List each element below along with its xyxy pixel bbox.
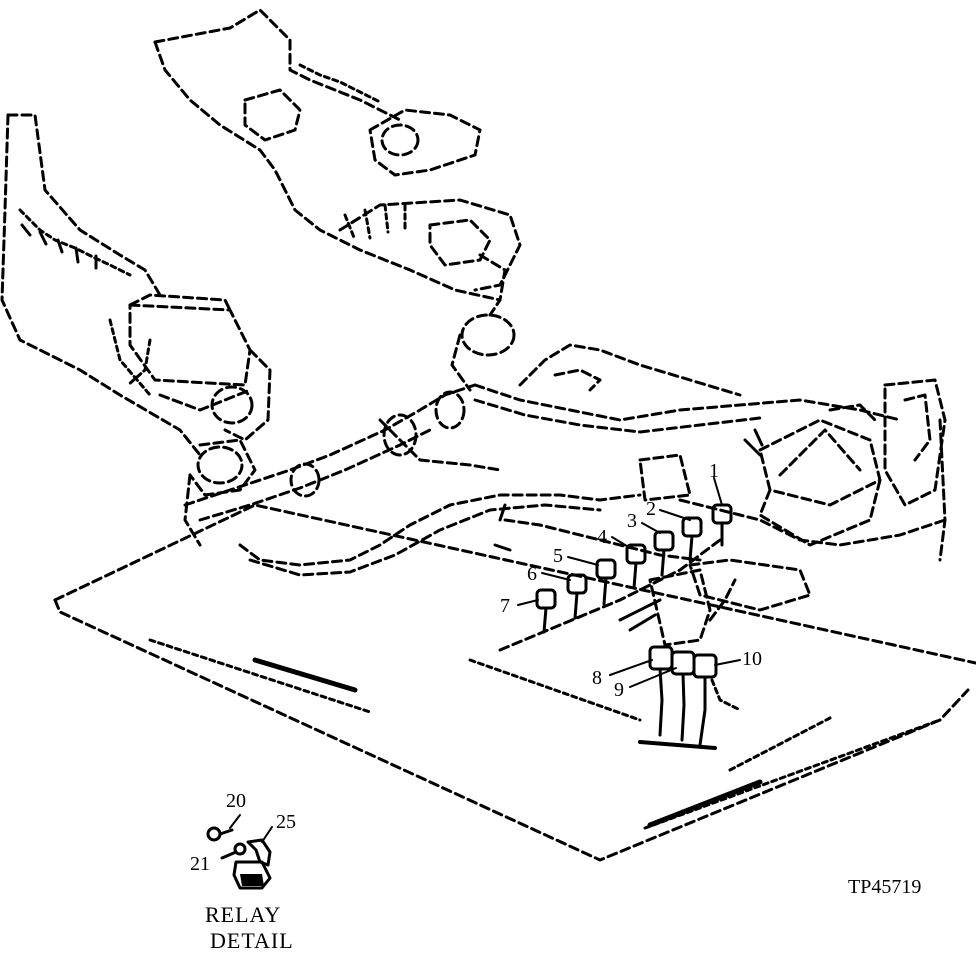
callout-8: 8 bbox=[592, 667, 602, 689]
relay-9 bbox=[670, 650, 696, 676]
wiring-harness bbox=[183, 343, 902, 577]
figure-id: TP45719 bbox=[848, 876, 922, 898]
rear-frame bbox=[638, 378, 947, 612]
relay-detail-inset: 20 21 25 bbox=[190, 790, 296, 890]
relay-4 bbox=[625, 543, 647, 590]
relay-detail-caption-line2: DETAIL bbox=[210, 928, 294, 953]
relay-3 bbox=[653, 530, 675, 577]
callout-5: 5 bbox=[553, 545, 563, 567]
callout-2: 2 bbox=[646, 498, 656, 520]
callout-9: 9 bbox=[614, 679, 624, 701]
relay-7 bbox=[535, 588, 557, 634]
callout-10: 10 bbox=[742, 648, 762, 670]
callout-20: 20 bbox=[226, 790, 246, 812]
relay-bank bbox=[493, 503, 733, 652]
relay-cluster bbox=[618, 568, 742, 750]
floor-plate bbox=[53, 503, 976, 862]
relay-detail-caption-line1: RELAY bbox=[205, 902, 282, 927]
callout-6: 6 bbox=[527, 563, 537, 585]
relay-8 bbox=[648, 645, 674, 671]
callout-1: 1 bbox=[709, 460, 719, 482]
left-control-console bbox=[0, 113, 272, 547]
callout-21: 21 bbox=[190, 853, 210, 875]
callout-4: 4 bbox=[597, 526, 607, 548]
right-control-console bbox=[153, 8, 522, 392]
callout-3: 3 bbox=[627, 510, 637, 532]
relay-6 bbox=[566, 573, 588, 620]
callout-7: 7 bbox=[500, 595, 510, 617]
callout-25: 25 bbox=[276, 811, 296, 833]
relay-5 bbox=[595, 558, 617, 606]
callout-numbers: 1 2 3 4 5 6 7 8 9 10 bbox=[500, 460, 762, 701]
callout-leaders bbox=[517, 477, 741, 688]
relay-10 bbox=[692, 653, 718, 679]
relay-2 bbox=[681, 516, 703, 562]
